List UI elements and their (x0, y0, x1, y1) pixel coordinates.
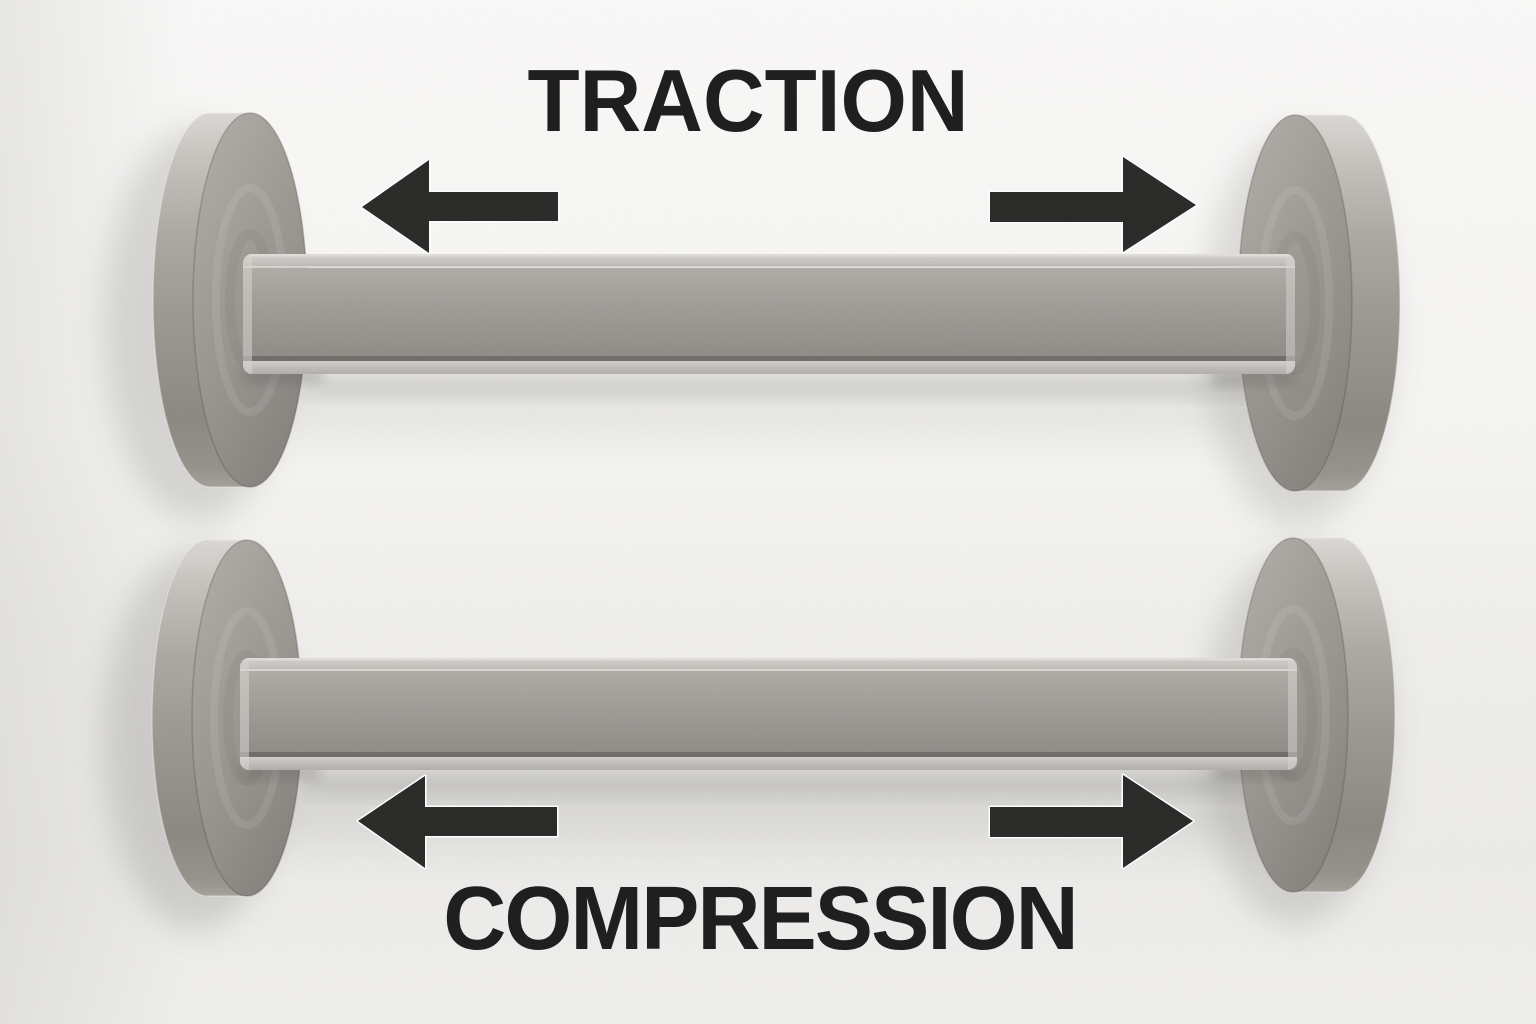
traction-label: TRACTION (527, 51, 969, 150)
compression-label: COMPRESSION (443, 869, 1078, 969)
